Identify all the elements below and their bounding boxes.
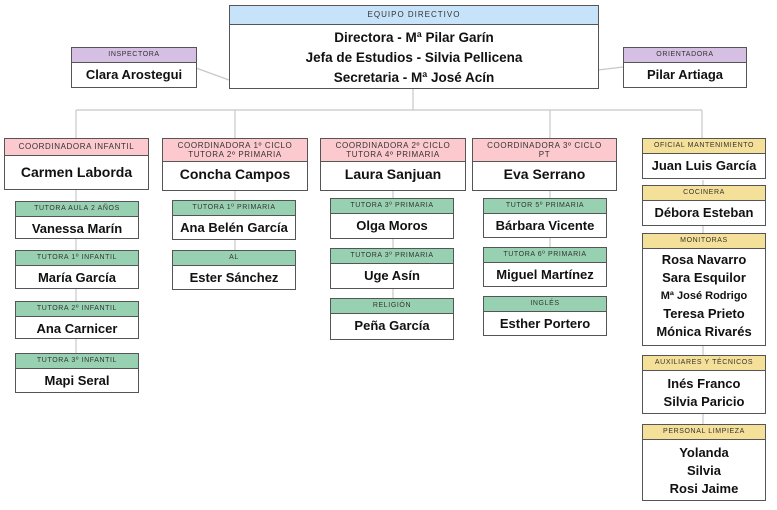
teacher-box: TUTOR 5º PRIMARIA Bárbara Vicente (483, 198, 607, 238)
coordinator-header-line: COORDINADORA 1º CICLO (177, 141, 293, 150)
teacher-name: Peña García (354, 318, 430, 333)
member-secretaria: Secretaria - Mª José Acín (333, 70, 495, 85)
coordinator-header: COORDINADORA 3º CICLO PT (473, 139, 616, 162)
coordinator-3-ciclo: COORDINADORA 3º CICLO PT Eva Serrano (472, 138, 617, 191)
coordinator-header-line: TUTORA 4º PRIMARIA (346, 150, 440, 159)
coordinator-2-ciclo: COORDINADORA 2º CICLO TUTORA 4º PRIMARIA… (320, 138, 466, 191)
teacher-name: Miguel Martínez (496, 267, 594, 282)
coordinator-header: COORDINADORA 1º CICLO TUTORA 2º PRIMARIA (163, 139, 307, 162)
teacher-role: TUTORA 3º INFANTIL (16, 354, 138, 369)
connector (195, 67, 230, 81)
staff-name: Rosa Navarro (661, 252, 747, 267)
teacher-role: TUTORA 3º PRIMARIA (331, 249, 453, 264)
staff-box-auxiliares: AUXILIARES Y TÉCNICOS Inés Franco Silvia… (642, 355, 766, 414)
coordinator-header-line: PT (538, 150, 551, 159)
teacher-role: TUTOR 5º PRIMARIA (484, 199, 606, 214)
staff-name: Juan Luis García (651, 158, 757, 173)
inspectora-name: Clara Arostegui (85, 67, 183, 82)
coordinator-1-ciclo: COORDINADORA 1º CICLO TUTORA 2º PRIMARIA… (162, 138, 308, 191)
teacher-role: TUTORA 3º PRIMARIA (331, 199, 453, 214)
staff-role: OFICIAL MANTENIMIENTO (643, 139, 765, 154)
staff-name: Silvia (687, 463, 721, 478)
teacher-name: Esther Portero (499, 316, 591, 331)
teacher-name: Ana Belén García (180, 220, 288, 235)
coordinator-name: Carmen Laborda (20, 164, 133, 180)
orientadora-name: Pilar Artiaga (646, 67, 724, 82)
teacher-box: TUTORA 6º PRIMARIA Miguel Martínez (483, 247, 607, 287)
staff-name: Yolanda (679, 445, 729, 460)
teacher-role: AL (173, 251, 295, 266)
staff-name: Débora Esteban (654, 205, 754, 220)
staff-name: Rosi Jaime (669, 481, 739, 496)
teacher-box: INGLÉS Esther Portero (483, 296, 607, 336)
staff-name: Inés Franco (667, 376, 741, 391)
staff-role: AUXILIARES Y TÉCNICOS (643, 356, 765, 371)
equipo-directivo-header: EQUIPO DIRECTIVO (230, 6, 598, 25)
member-jefa-estudios: Jefa de Estudios - Silvia Pellicena (305, 50, 523, 65)
staff-role: MONITORAS (643, 234, 765, 249)
staff-name: Sara Esquilor (662, 270, 746, 285)
coordinator-header: COORDINADORA INFANTIL (5, 139, 148, 156)
teacher-role: TUTORA 2º INFANTIL (16, 302, 138, 317)
teacher-role: RELIGIÓN (331, 299, 453, 314)
teacher-name: Bárbara Vicente (495, 218, 595, 233)
teacher-name: María García (37, 270, 117, 285)
teacher-box: TUTORA 1º PRIMARIA Ana Belén García (172, 200, 296, 240)
staff-name: Mª José Rodrigo (660, 290, 748, 302)
staff-role: PERSONAL LIMPIEZA (643, 425, 765, 440)
staff-box-monitoras: MONITORAS Rosa Navarro Sara Esquilor Mª … (642, 233, 766, 346)
connector (597, 66, 624, 71)
coordinator-header-line: TUTORA 2º PRIMARIA (188, 150, 282, 159)
coordinator-name: Concha Campos (179, 166, 291, 182)
coordinator-header: COORDINADORA 2º CICLO TUTORA 4º PRIMARIA (321, 139, 465, 162)
coordinator-header-line: COORDINADORA 2º CICLO (335, 141, 451, 150)
teacher-name: Olga Moros (356, 218, 428, 233)
staff-box-cocinera: COCINERA Débora Esteban (642, 185, 766, 226)
teacher-role: TUTORA 1º PRIMARIA (173, 201, 295, 216)
orientadora-box: ORIENTADORA Pilar Artiaga (623, 47, 747, 88)
teacher-name: Uge Asín (364, 268, 420, 283)
teacher-name: Mapi Seral (44, 373, 110, 388)
teacher-box: TUTORA 1º INFANTIL María García (15, 250, 139, 289)
teacher-box: TUTORA 3º PRIMARIA Uge Asín (330, 248, 454, 289)
member-directora: Directora - Mª Pilar Garín (334, 30, 494, 45)
staff-box-mantenimiento: OFICIAL MANTENIMIENTO Juan Luis García (642, 138, 766, 179)
coordinator-infantil: COORDINADORA INFANTIL Carmen Laborda (4, 138, 149, 190)
teacher-name: Vanessa Marín (31, 221, 123, 236)
coordinator-name: Eva Serrano (503, 166, 586, 182)
staff-name: Teresa Prieto (663, 306, 745, 321)
teacher-box: RELIGIÓN Peña García (330, 298, 454, 340)
orientadora-header: ORIENTADORA (624, 48, 746, 63)
teacher-box: TUTORA 3º PRIMARIA Olga Moros (330, 198, 454, 239)
teacher-box: TUTORA 3º INFANTIL Mapi Seral (15, 353, 139, 393)
teacher-role: TUTORA 6º PRIMARIA (484, 248, 606, 263)
staff-role: COCINERA (643, 186, 765, 201)
staff-name: Silvia Paricio (663, 394, 745, 409)
staff-box-limpieza: PERSONAL LIMPIEZA Yolanda Silvia Rosi Ja… (642, 424, 766, 501)
teacher-box: TUTORA 2º INFANTIL Ana Carnicer (15, 301, 139, 339)
staff-name: Mónica Rivarés (656, 324, 752, 339)
teacher-role: TUTORA 1º INFANTIL (16, 251, 138, 266)
equipo-directivo-box: EQUIPO DIRECTIVO Directora - Mª Pilar Ga… (229, 5, 599, 89)
teacher-name: Ana Carnicer (36, 321, 118, 336)
teacher-role: INGLÉS (484, 297, 606, 312)
coordinator-name: Laura Sanjuan (344, 166, 442, 182)
inspectora-header: INSPECTORA (72, 48, 196, 63)
teacher-box: AL Ester Sánchez (172, 250, 296, 290)
teacher-role: TUTORA AULA 2 AÑOS (16, 202, 138, 217)
inspectora-box: INSPECTORA Clara Arostegui (71, 47, 197, 88)
teacher-box: TUTORA AULA 2 AÑOS Vanessa Marín (15, 201, 139, 239)
coordinator-header-line: COORDINADORA 3º CICLO (487, 141, 602, 150)
teacher-name: Ester Sánchez (189, 270, 279, 285)
